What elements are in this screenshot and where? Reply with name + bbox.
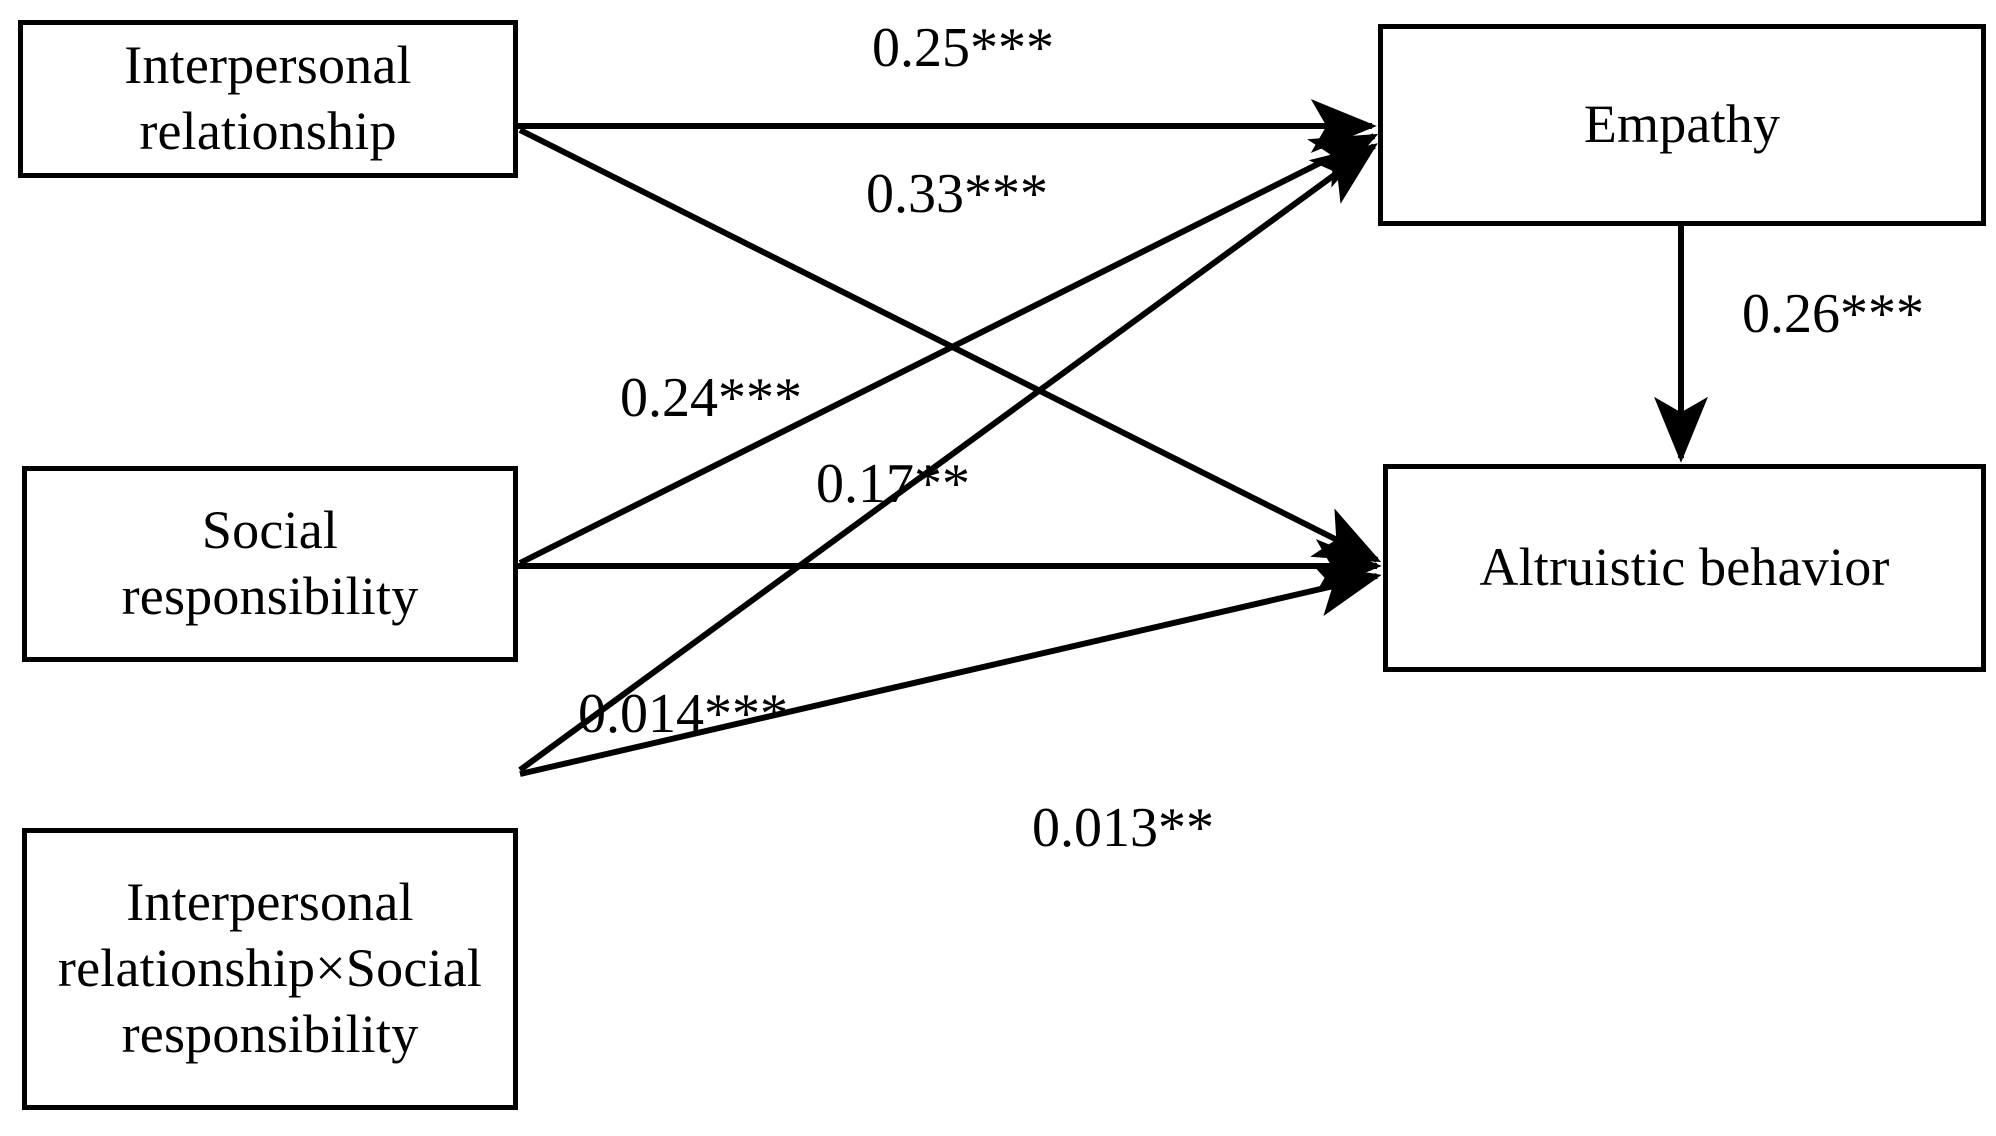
node-social-responsibility-label: Social responsibility [121,500,419,626]
edge-label-ir-to-empathy: 0.25*** [872,17,1054,79]
edge-label-interaction-to-empathy: 0.014*** [578,683,788,745]
edge-label-ir-to-altruistic: 0.33*** [866,163,1048,225]
edge-label-interaction-to-altruistic: 0.013** [1032,797,1214,859]
edge-label-sr-to-altruistic: 0.17** [816,453,970,515]
node-altruistic-behavior-label: Altruistic behavior [1479,537,1890,598]
node-empathy[interactable]: Empathy [1378,24,1986,226]
node-altruistic-behavior[interactable]: Altruistic behavior [1383,464,1986,672]
node-interpersonal-relationship-label: Interpersonal relationship [124,35,412,161]
edge-label-empathy-to-altruistic: 0.26*** [1742,283,1924,345]
node-social-responsibility[interactable]: Social responsibility [22,466,518,662]
node-interpersonal-relationship[interactable]: Interpersonal relationship [18,20,518,178]
node-empathy-label: Empathy [1583,94,1781,155]
node-interaction-term[interactable]: Interpersonal relationship×Social respon… [22,828,518,1110]
node-interaction-term-label: Interpersonal relationship×Social respon… [57,872,483,1064]
edge-label-sr-to-empathy: 0.24*** [620,367,802,429]
